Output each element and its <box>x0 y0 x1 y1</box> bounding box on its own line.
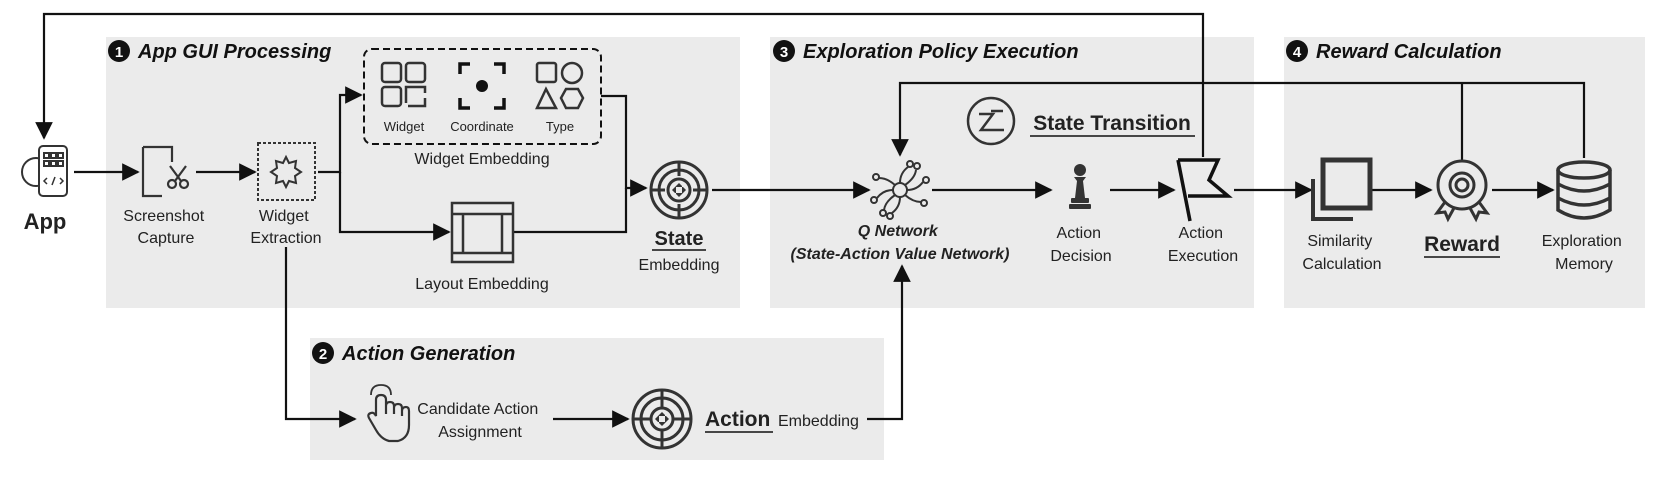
svg-text:2: 2 <box>319 346 327 363</box>
widget-extraction-label: Widget Extraction <box>250 208 321 247</box>
widget-grid-icon <box>380 61 427 108</box>
database-icon <box>1556 160 1612 220</box>
svg-text:Reward Calculation: Reward Calculation <box>1316 41 1502 63</box>
arrow-extraction-to-layout <box>338 172 451 241</box>
arrow-layout-to-state <box>513 188 628 234</box>
feedback-arrow-to-app <box>35 12 1205 157</box>
svg-text:Exploration Policy Execution: Exploration Policy Execution <box>803 41 1079 63</box>
type-label: Type <box>546 119 574 134</box>
state-bold-label: State <box>655 228 704 250</box>
chess-pawn-icon <box>1069 164 1091 209</box>
section-4-header: 4 Reward Calculation <box>1286 40 1502 63</box>
section-3-header: 3 Exploration Policy Execution <box>773 40 1079 63</box>
layout-embedding-label: Layout Embedding <box>415 276 548 293</box>
section-1-header: 1 App GUI Processing <box>108 40 331 63</box>
action-execution-label: Action Execution <box>1168 225 1238 265</box>
widget-embedding-box <box>363 48 602 145</box>
action-embedding-icon <box>631 388 693 450</box>
arrow-action-embedding-to-qnet <box>867 264 911 421</box>
app-icon <box>21 145 68 197</box>
candidate-action-label: Candidate Action Assignment <box>417 401 542 441</box>
hand-pointer-icon <box>367 384 411 443</box>
q-network-icon <box>870 160 930 220</box>
q-network-label: Q Network (State-Action Value Network) <box>791 223 1010 263</box>
widget-label: Widget <box>384 119 425 134</box>
state-embedding-icon <box>649 160 709 220</box>
state-transition-icon <box>966 96 1016 146</box>
action-embedding-label: Embedding <box>778 413 859 430</box>
feedback-arrow-to-qnet <box>891 81 1586 158</box>
action-decision-label: Action Decision <box>1050 225 1111 265</box>
flag-icon <box>1176 158 1233 222</box>
similarity-label: Similarity Calculation <box>1302 233 1381 273</box>
section-2-header: 2 Action Generation <box>312 342 515 365</box>
widget-embedding-label: Widget Embedding <box>414 151 549 168</box>
layout-icon <box>450 201 515 264</box>
screenshot-capture-label: Screenshot Capture <box>123 208 208 247</box>
svg-text:Action Generation: Action Generation <box>341 343 515 365</box>
coordinate-icon <box>458 62 506 110</box>
state-embedding-label: Embedding <box>639 257 720 274</box>
coordinate-label: Coordinate <box>450 119 514 134</box>
exploration-memory-label: Exploration Memory <box>1542 233 1627 273</box>
state-transition-label: State Transition <box>1033 112 1191 135</box>
panel-action-generation <box>310 338 884 460</box>
screenshot-capture-icon <box>141 145 190 198</box>
app-label: App <box>24 209 67 234</box>
arrow-extraction-to-candidate <box>284 247 357 428</box>
shape-type-icon <box>535 61 585 110</box>
arrow-widget-embedding-to-state <box>601 94 648 197</box>
svg-text:3: 3 <box>780 44 788 61</box>
svg-text:1: 1 <box>115 44 123 61</box>
reward-badge-icon <box>1433 159 1491 223</box>
svg-text:4: 4 <box>1293 44 1302 61</box>
action-bold-label: Action <box>705 408 770 431</box>
similarity-icon <box>1311 157 1373 221</box>
widget-extraction-icon <box>257 142 316 201</box>
arrow-extraction-to-widget-embedding <box>318 86 363 174</box>
reward-label: Reward <box>1424 233 1500 256</box>
svg-text:App GUI Processing: App GUI Processing <box>137 41 331 63</box>
